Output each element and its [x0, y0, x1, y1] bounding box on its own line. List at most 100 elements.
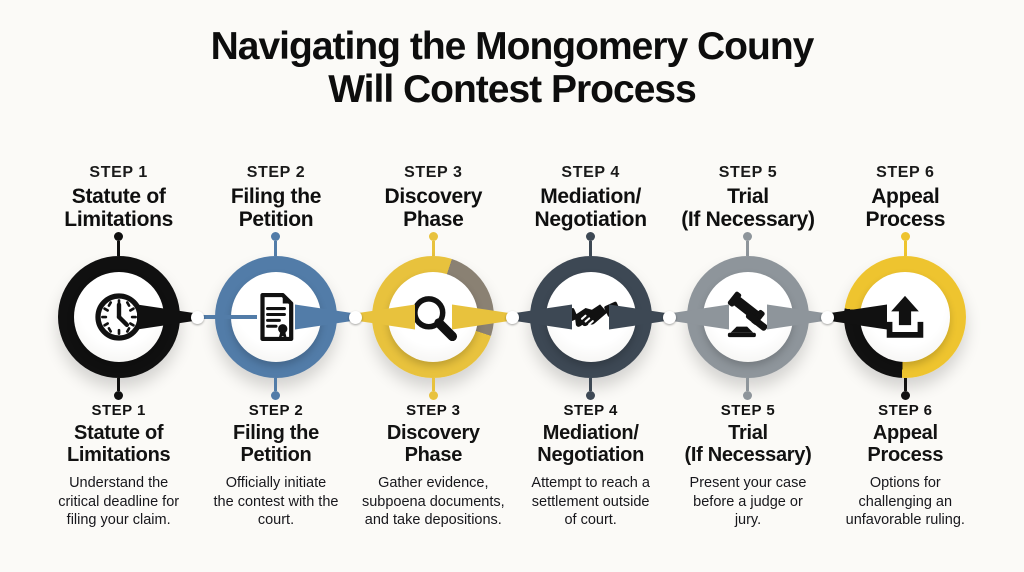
step-description: Gather evidence, subpoena documents, and… — [361, 474, 505, 529]
stem-line — [431, 241, 435, 256]
timeline-connector — [767, 304, 887, 330]
connector-stem-bottom — [743, 378, 753, 400]
stem-line — [117, 241, 121, 256]
stem-line — [431, 378, 435, 391]
connector-stem-top — [586, 232, 596, 256]
connector-wedge — [668, 304, 729, 330]
magnifier-icon — [412, 296, 458, 342]
step-title: Discovery Phase — [384, 184, 483, 232]
connector-wedge — [137, 304, 198, 330]
connector-dot — [190, 310, 204, 324]
stem-dot — [743, 391, 753, 400]
step-column-5: STEP 5 Trial (If Necessary) — [669, 146, 826, 530]
upload-icon — [887, 295, 924, 338]
connector-wedge — [609, 304, 670, 330]
document-icon — [260, 292, 294, 342]
step-column-1: STEP 1 Statute of Limitations — [40, 146, 197, 530]
stem-line — [117, 378, 121, 391]
timeline-connector — [137, 304, 257, 330]
step-eyebrow: STEP 5 — [718, 163, 778, 181]
stem-line — [903, 378, 907, 391]
stem-dot — [900, 391, 910, 400]
step-title: Mediation/ Negotiation — [534, 184, 648, 232]
step-eyebrow: STEP 6 — [878, 402, 933, 419]
stem-dot — [900, 232, 910, 241]
step-bottom-label: STEP 2 Filing the Petition Officially in… — [214, 402, 339, 530]
step-title: Discovery Phase — [386, 422, 480, 467]
stem-dot — [428, 391, 438, 400]
step-bottom-label: STEP 3 Discovery Phase Gather evidence, … — [362, 402, 505, 530]
step-eyebrow: STEP 1 — [89, 163, 148, 181]
connector-wedge — [354, 304, 415, 330]
step-bottom-label: STEP 6 Appeal Process Options for challe… — [846, 402, 965, 530]
stem-line — [274, 241, 278, 256]
step-column-4: STEP 4 Mediation/ Negotiation — [512, 146, 669, 530]
connector-dot — [348, 310, 362, 324]
connector-wedge — [511, 304, 572, 330]
gavel-icon — [727, 291, 768, 338]
header: Navigating the Mongomery Couny Will Cont… — [0, 0, 1024, 146]
stem-dot — [271, 232, 281, 241]
step-title: Mediation/ Negotiation — [537, 422, 644, 467]
connector-wedge — [767, 304, 828, 330]
step-top-label: STEP 1 Statute of Limitations — [64, 146, 173, 232]
stem-dot — [114, 232, 124, 241]
stem-line — [746, 378, 750, 391]
connector-wedge — [295, 304, 356, 330]
connector-wedge — [826, 304, 887, 330]
step-top-label: STEP 6 Appeal Process — [865, 146, 945, 232]
step-eyebrow: STEP 1 — [91, 402, 146, 419]
step-title: Trial (If Necessary) — [684, 422, 812, 467]
step-column-6: STEP 6 Appeal Process STEP 6 Appeal Proc… — [827, 146, 984, 530]
connector-stem-top — [114, 232, 124, 256]
step-top-label: STEP 2 Filing the Petition — [230, 146, 322, 232]
step-bottom-label: STEP 1 Statute of Limitations Understand… — [58, 402, 179, 530]
stem-dot — [114, 391, 124, 400]
step-title: Trial (If Necessary) — [681, 184, 815, 232]
step-bottom-label: STEP 4 Mediation/ Negotiation Attempt to… — [531, 402, 649, 530]
step-eyebrow: STEP 2 — [246, 163, 306, 181]
step-eyebrow: STEP 3 — [406, 402, 461, 419]
stem-line — [274, 378, 278, 391]
connector-dot — [505, 310, 519, 324]
connector-stem-bottom — [900, 378, 910, 400]
step-title: Filing the Petition — [230, 184, 322, 232]
connector-stem-top — [900, 232, 910, 256]
stem-line — [589, 378, 593, 391]
step-description: Options for challenging an unfavorable r… — [845, 474, 965, 529]
step-top-label: STEP 3 Discovery Phase — [384, 146, 482, 232]
connector-stem-top — [743, 232, 753, 256]
step-top-label: STEP 4 Mediation/ Negotiation — [534, 146, 648, 232]
step-eyebrow: STEP 4 — [561, 163, 620, 181]
connector-stem-bottom — [428, 378, 438, 400]
connector-line — [195, 315, 257, 319]
step-top-label: STEP 5 Trial (If Necessary) — [681, 146, 815, 232]
connector-dot — [820, 310, 834, 324]
step-eyebrow: STEP 2 — [248, 402, 304, 419]
step-title: Statute of Limitations — [64, 184, 174, 232]
step-title: Filing the Petition — [233, 422, 319, 467]
stem-dot — [586, 232, 596, 241]
timeline-connector — [452, 304, 572, 330]
timeline: STEP 1 Statute of Limitations — [0, 146, 1024, 530]
step-eyebrow: STEP 4 — [563, 402, 618, 419]
stem-line — [589, 241, 593, 256]
step-description: Present your case before a judge or jury… — [689, 474, 807, 529]
step-title: Statute of Limitations — [66, 422, 171, 467]
connector-stem-top — [271, 232, 281, 256]
step-description: Attempt to reach a settlement outside of… — [531, 474, 650, 529]
step-bottom-label: STEP 5 Trial (If Necessary) Present your… — [684, 402, 811, 530]
step-eyebrow: STEP 5 — [720, 402, 776, 419]
timeline-connector — [609, 304, 729, 330]
connector-stem-bottom — [586, 378, 596, 400]
step-column-2: STEP 2 Filing the Petition — [197, 146, 354, 530]
stem-dot — [586, 391, 596, 400]
stem-dot — [271, 391, 281, 400]
step-description: Understand the critical deadline for fil… — [58, 474, 180, 529]
step-column-3: STEP 3 Discovery Phase STEP 3 Discovery … — [355, 146, 512, 530]
step-eyebrow: STEP 6 — [876, 163, 935, 181]
connector-stem-bottom — [271, 378, 281, 400]
step-eyebrow: STEP 3 — [404, 163, 463, 181]
stem-line — [746, 241, 750, 256]
step-title: Appeal Process — [867, 422, 944, 467]
